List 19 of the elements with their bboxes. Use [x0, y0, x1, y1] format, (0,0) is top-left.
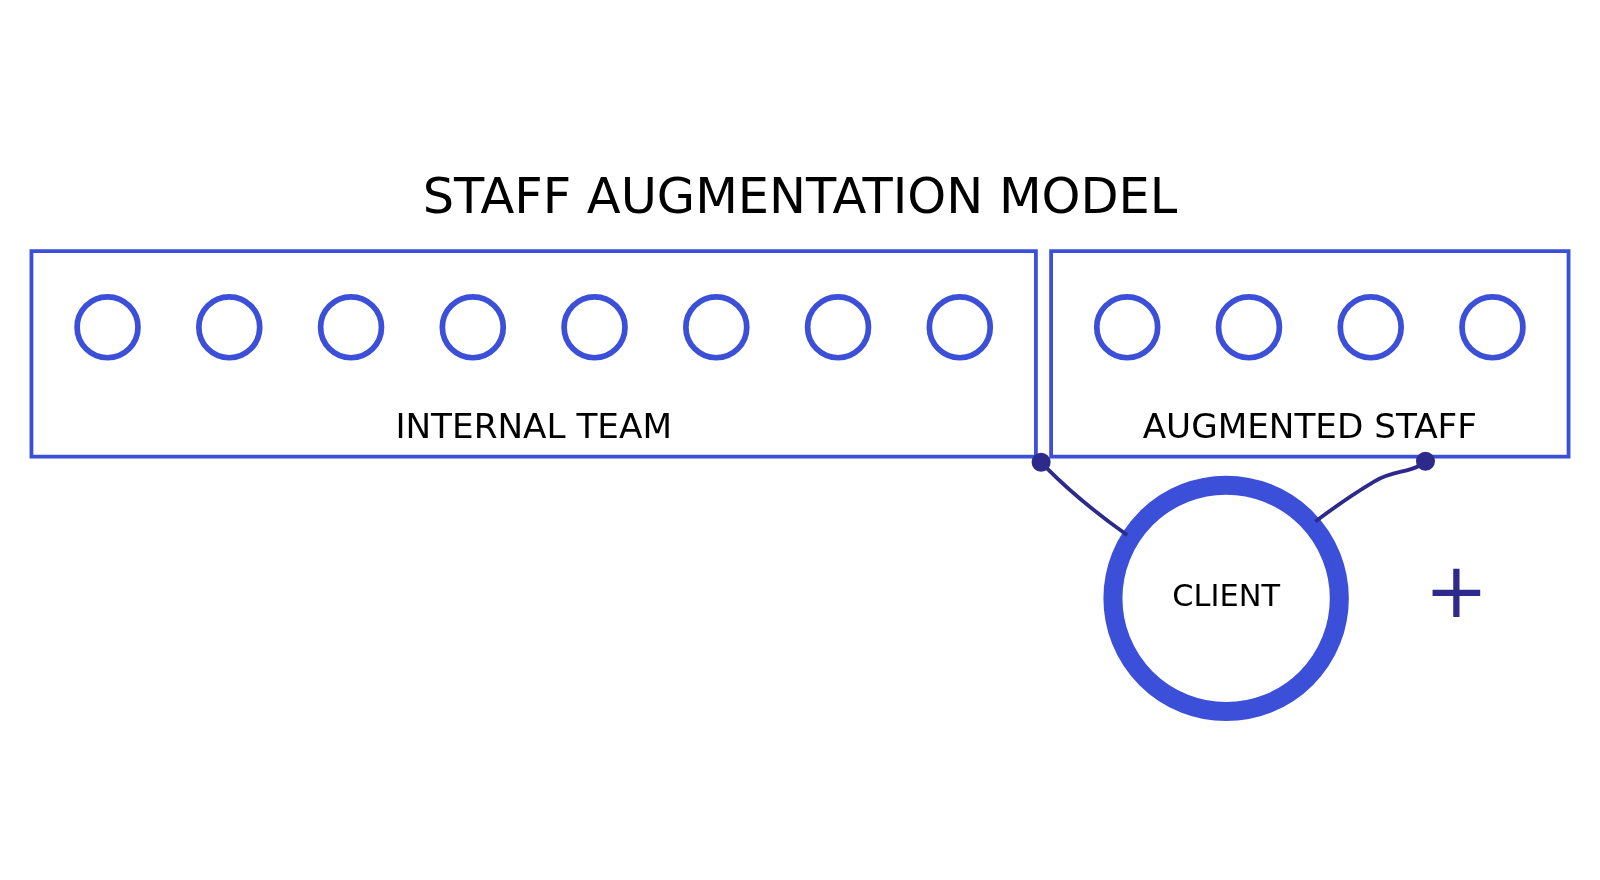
- diagram-title: STAFF AUGMENTATION MODEL: [422, 166, 1178, 225]
- node-person: [74, 293, 141, 361]
- cluster: INTERNAL TEAM: [29, 248, 1038, 459]
- node-person: [1215, 293, 1283, 361]
- node-person: [804, 293, 872, 361]
- node-circle: CLIENT: [1103, 475, 1349, 721]
- connector: [1031, 452, 1129, 537]
- node-person: [439, 293, 507, 361]
- cluster: AUGMENTED STAFF: [1049, 248, 1571, 459]
- connector: [1314, 451, 1435, 523]
- node-person: [317, 293, 385, 361]
- node-person: [561, 293, 628, 361]
- node-person: [1459, 293, 1526, 361]
- node-person: [683, 293, 750, 361]
- node-person: [1093, 293, 1161, 361]
- node-person: [196, 293, 263, 361]
- node-person: [1337, 293, 1404, 361]
- node-person: [926, 293, 994, 361]
- label: +: [1424, 545, 1489, 635]
